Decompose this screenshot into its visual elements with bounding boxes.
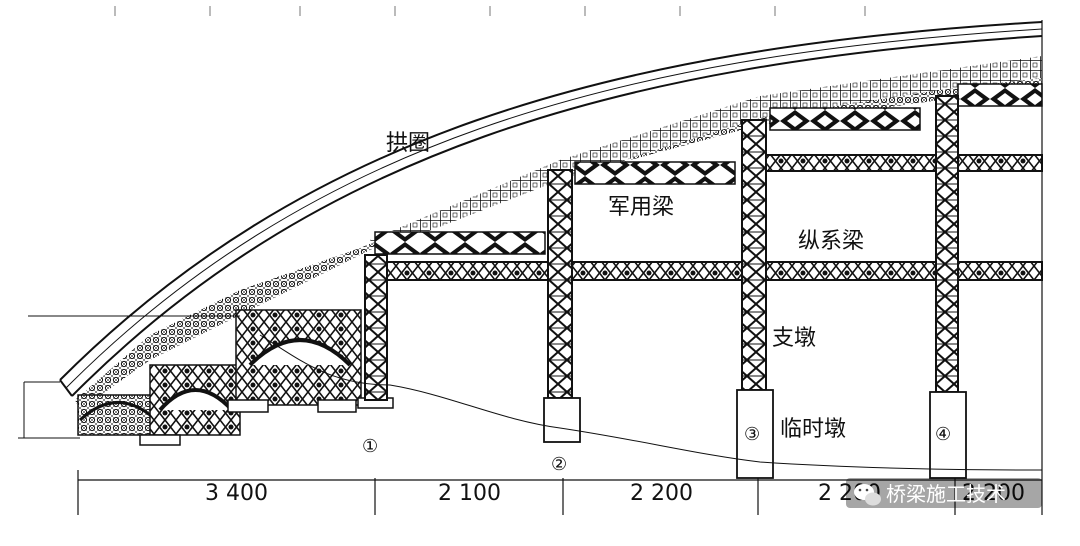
pier-number-2: ② xyxy=(551,454,567,475)
pier-number-1: ① xyxy=(362,436,378,457)
ground-line xyxy=(259,334,1043,471)
falsework-mesh-left xyxy=(75,58,1042,410)
support-piers xyxy=(364,95,959,401)
temporary-piers xyxy=(543,389,967,479)
longitudinal-beam-upper xyxy=(754,154,1043,172)
watermark: 桥梁施工技术 xyxy=(846,478,1042,508)
dimension-1: 3 400 xyxy=(205,481,268,506)
pier-number-3: ③ xyxy=(744,424,760,445)
watermark-text: 桥梁施工技术 xyxy=(886,482,1006,506)
longitudinal-beam-label: 纵系梁 xyxy=(798,229,864,254)
falsework-mesh-top xyxy=(370,56,1042,250)
left-scaffold xyxy=(77,309,394,446)
military-beam-4 xyxy=(957,83,1043,107)
arch-label: 拱圈 xyxy=(386,131,430,156)
dimension-5: 2 200 xyxy=(962,481,1025,506)
military-beam-2 xyxy=(574,161,736,185)
military-beam-3 xyxy=(769,107,921,131)
wechat-icon xyxy=(854,484,881,506)
military-beam-1 xyxy=(374,231,546,255)
dimension-3: 2 200 xyxy=(630,481,693,506)
support-pier-label: 支墩 xyxy=(772,326,816,351)
arch-ring-lower xyxy=(71,35,1043,397)
temporary-pier-label: 临时墩 xyxy=(780,417,846,442)
arch-ring-inner xyxy=(65,28,1043,389)
top-edge-marks xyxy=(114,6,866,16)
pier-number-4: ④ xyxy=(935,424,951,445)
dimension-2: 2 100 xyxy=(438,481,501,506)
arch-ring-upper xyxy=(59,21,1043,381)
dimension-line xyxy=(77,20,1043,515)
military-beam-label: 军用梁 xyxy=(608,195,674,220)
